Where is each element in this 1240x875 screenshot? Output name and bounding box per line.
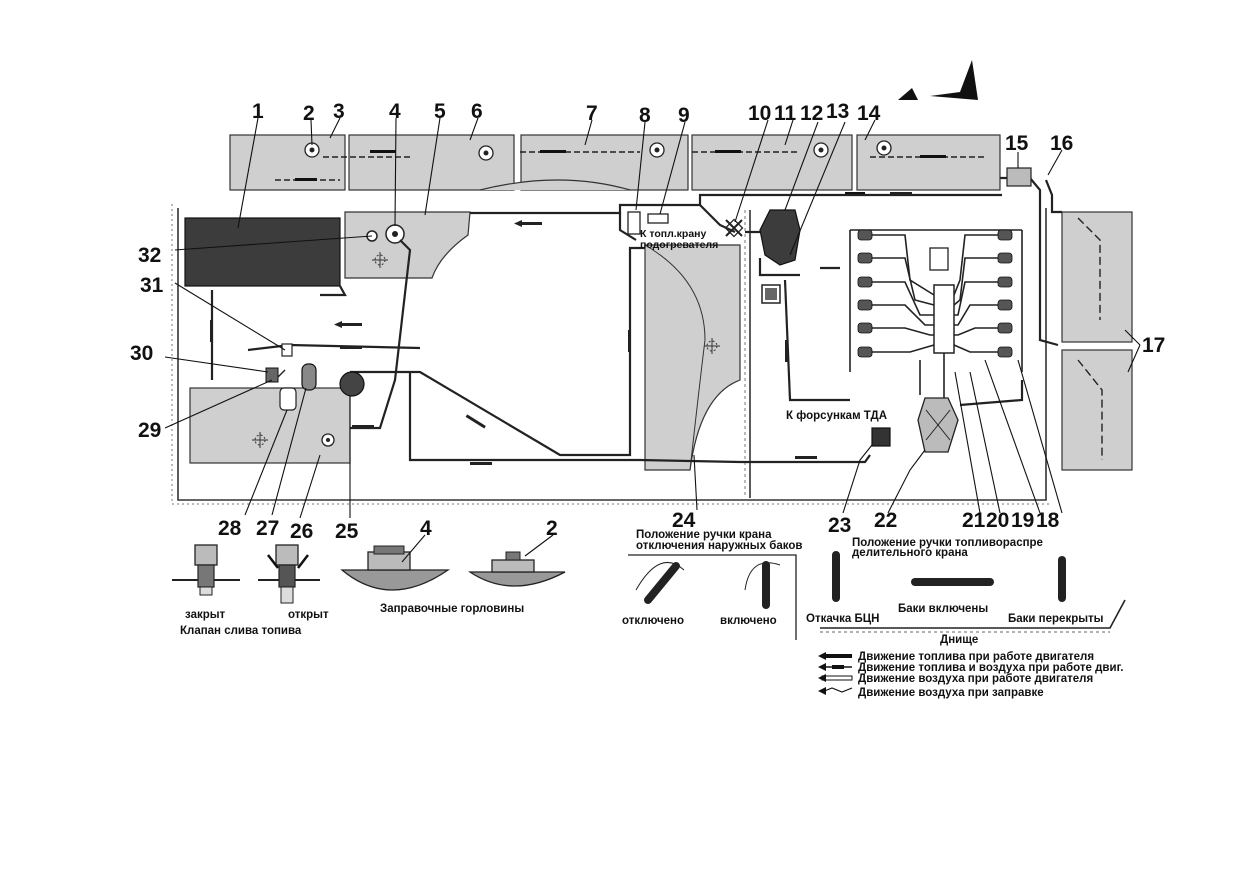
ext-valve-caption-2: отключения наружных баков bbox=[636, 540, 802, 552]
valve-closed-caption: закрыт bbox=[185, 609, 226, 621]
label-20: 20 bbox=[986, 509, 1009, 532]
fender-tanks-top bbox=[229, 134, 1001, 195]
legend-item-1: Движение топлива при работе двигателя bbox=[818, 651, 1094, 663]
fuel-pipes bbox=[210, 193, 1002, 464]
label-15: 15 bbox=[1005, 132, 1029, 155]
enabled-caption: включено bbox=[720, 615, 777, 627]
label-13: 13 bbox=[826, 100, 849, 123]
label-16: 16 bbox=[1050, 132, 1073, 155]
rear-tank-1 bbox=[184, 217, 341, 287]
label-11: 11 bbox=[774, 102, 797, 125]
legend: Движение топлива при работе двигателя Дв… bbox=[818, 651, 1123, 699]
label-2-detail: 2 bbox=[546, 517, 558, 540]
label-3: 3 bbox=[333, 100, 345, 123]
label-6: 6 bbox=[471, 100, 483, 123]
corner-arrow-mark bbox=[898, 60, 978, 100]
dist-valve-caption-2: делительного крана bbox=[852, 547, 968, 559]
filler-necks-caption: Заправочные горловины bbox=[380, 603, 524, 615]
label-17: 17 bbox=[1142, 334, 1165, 357]
legend-text-3: Движение воздуха при работе двигателя bbox=[858, 673, 1093, 685]
hull-frame bbox=[171, 204, 1052, 505]
leader-lines bbox=[164, 117, 1141, 519]
ext-valve-caption-1: Положение ручки крана bbox=[636, 529, 772, 541]
heater-tap-caption: К топл.крану bbox=[640, 228, 707, 240]
tank-26 bbox=[189, 387, 351, 464]
label-31: 31 bbox=[140, 274, 164, 297]
equipment bbox=[265, 209, 1024, 453]
tank-5 bbox=[344, 211, 471, 279]
label-8: 8 bbox=[639, 104, 651, 127]
label-27: 27 bbox=[256, 517, 279, 540]
tanks-closed-caption: Баки перекрыты bbox=[1008, 613, 1104, 625]
external-tank-upper bbox=[1061, 211, 1133, 343]
label-26: 26 bbox=[290, 520, 313, 543]
outer-tank-2 bbox=[348, 134, 515, 191]
outer-tank-1 bbox=[229, 134, 346, 191]
label-1: 1 bbox=[252, 100, 264, 123]
label-24: 24 bbox=[672, 509, 696, 532]
label-14: 14 bbox=[857, 102, 881, 125]
label-4: 4 bbox=[389, 100, 401, 123]
legend-item-3: Движение воздуха при работе двигателя bbox=[818, 673, 1093, 685]
label-32: 32 bbox=[138, 244, 161, 267]
legend-item-4: Движение воздуха при заправке bbox=[818, 687, 1044, 699]
dist-valve-caption-1: Положение ручки топливораспре bbox=[852, 537, 1043, 549]
label-21: 21 bbox=[962, 509, 986, 532]
outer-tank-4 bbox=[691, 134, 853, 191]
label-5: 5 bbox=[434, 100, 446, 123]
bottom-caption: Днище bbox=[940, 634, 978, 646]
label-25: 25 bbox=[335, 520, 359, 543]
drain-valve-detail: закрыт открыт Клапан слива топива bbox=[172, 544, 329, 637]
label-2: 2 bbox=[303, 102, 315, 125]
tda-nozzles-caption: К форсункам ТДА bbox=[786, 410, 887, 422]
label-7: 7 bbox=[586, 102, 598, 125]
label-4-detail: 4 bbox=[420, 517, 432, 540]
label-12: 12 bbox=[800, 102, 823, 125]
dist-valve-positions: Положение ручки топливораспре делительно… bbox=[806, 537, 1126, 646]
heater-tap-caption-2: подогревателя bbox=[640, 239, 718, 251]
label-29: 29 bbox=[138, 419, 161, 442]
ext-tank-valve-positions: Положение ручки крана отключения наружны… bbox=[622, 529, 802, 640]
external-tank-lower bbox=[1061, 349, 1133, 471]
tanks-on-caption: Баки включены bbox=[898, 603, 988, 615]
label-22: 22 bbox=[874, 509, 897, 532]
label-18: 18 bbox=[1036, 509, 1060, 532]
legend-text-4: Движение воздуха при заправке bbox=[858, 687, 1044, 699]
legend-text-1: Движение топлива при работе двигателя bbox=[858, 651, 1094, 663]
label-30: 30 bbox=[130, 342, 153, 365]
label-19: 19 bbox=[1011, 509, 1034, 532]
pump-out-caption: Откачка БЦН bbox=[806, 613, 879, 625]
rear-external-tanks bbox=[1000, 167, 1133, 471]
valve-open-caption: открыт bbox=[288, 609, 329, 621]
legend-text-2: Движение топлива и воздуха при работе дв… bbox=[858, 662, 1123, 674]
part-numbers: 1 2 3 4 5 6 7 8 9 10 11 12 13 14 15 16 1… bbox=[130, 100, 1165, 543]
filler-neck-detail: 4 2 Заправочные горловины bbox=[340, 517, 566, 615]
label-23: 23 bbox=[828, 514, 851, 537]
label-28: 28 bbox=[218, 517, 242, 540]
label-9: 9 bbox=[678, 104, 690, 127]
drain-valve-caption: Клапан слива топива bbox=[180, 625, 302, 637]
label-10: 10 bbox=[748, 102, 771, 125]
legend-item-2: Движение топлива и воздуха при работе дв… bbox=[818, 662, 1123, 674]
flow-arrows bbox=[210, 192, 912, 465]
inner-tanks bbox=[184, 211, 741, 471]
disabled-caption: отключено bbox=[622, 615, 684, 627]
diagram-captions: К топл.крану подогревателя К форсункам Т… bbox=[640, 228, 887, 422]
